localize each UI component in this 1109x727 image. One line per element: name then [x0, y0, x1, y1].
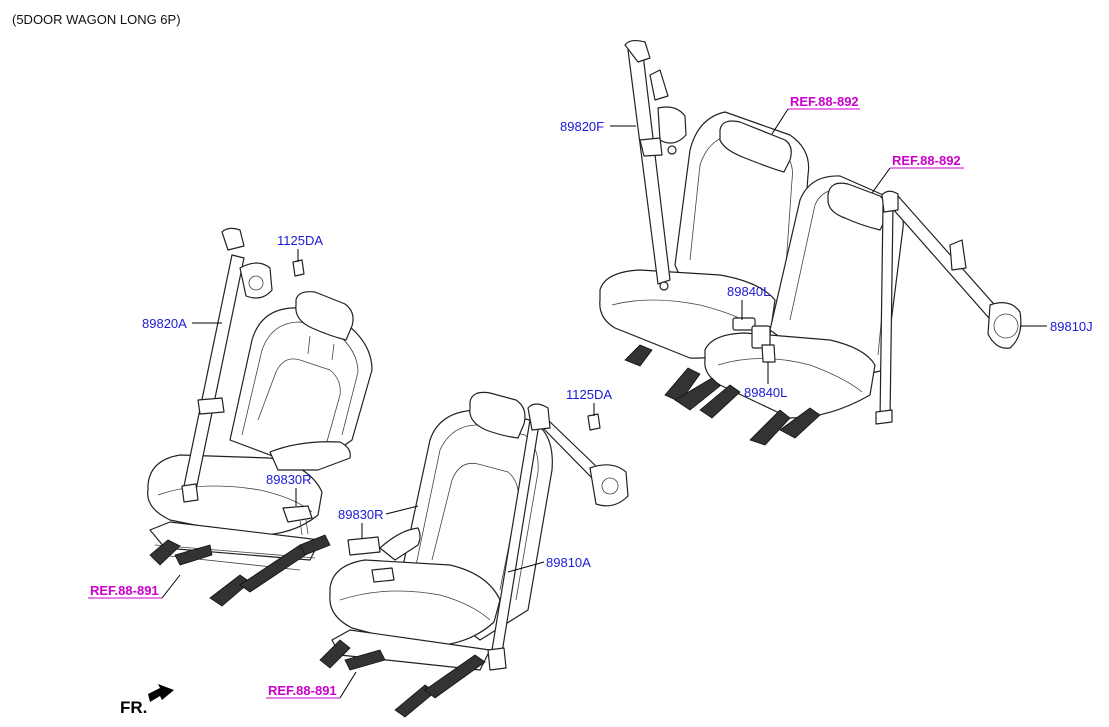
- rear-seat-assembly: [599, 111, 904, 446]
- leader-ref-88-891-center: [339, 671, 357, 699]
- leader-89830r-center: [385, 505, 419, 515]
- diagram-title: (5DOOR WAGON LONG 6P): [12, 12, 181, 27]
- rear-left-belt-89820f: [624, 39, 687, 291]
- label-89840l-upper: 89840L: [727, 284, 770, 299]
- ref-link-88-892-top[interactable]: REF.88-892: [790, 94, 859, 109]
- label-89830r-front: 89830R: [266, 472, 312, 487]
- ref-link-88-891-center[interactable]: REF.88-891: [268, 683, 337, 698]
- label-89810j: 89810J: [1050, 319, 1093, 334]
- front-arrow-icon: [148, 684, 174, 702]
- ref-link-88-891-left[interactable]: REF.88-891: [90, 583, 159, 598]
- label-89810a: 89810A: [546, 555, 591, 570]
- front-left-seat-assembly: [147, 291, 373, 607]
- ref-link-88-892-right[interactable]: REF.88-892: [892, 153, 961, 168]
- front-left-belt-89820a: [181, 227, 305, 503]
- label-1125da-front: 1125DA: [277, 233, 323, 248]
- label-89830r-center: 89830R: [338, 507, 384, 522]
- leader-ref-88-891-left: [161, 574, 181, 599]
- label-89840l-lower: 89840L: [744, 385, 787, 400]
- rear-right-belt-89810j: [875, 190, 1022, 425]
- leader-ref-88-892-right: [871, 167, 891, 194]
- label-1125da-center: 1125DA: [566, 387, 612, 402]
- front-center-belt-89810a: [487, 403, 629, 671]
- label-89820f: 89820F: [560, 119, 604, 134]
- leader-ref-88-892-top: [771, 108, 789, 135]
- front-direction-label: FR.: [120, 698, 147, 717]
- label-89820a: 89820A: [142, 316, 187, 331]
- front-center-seat-assembly: [319, 391, 553, 718]
- leader-89810a: [507, 561, 545, 573]
